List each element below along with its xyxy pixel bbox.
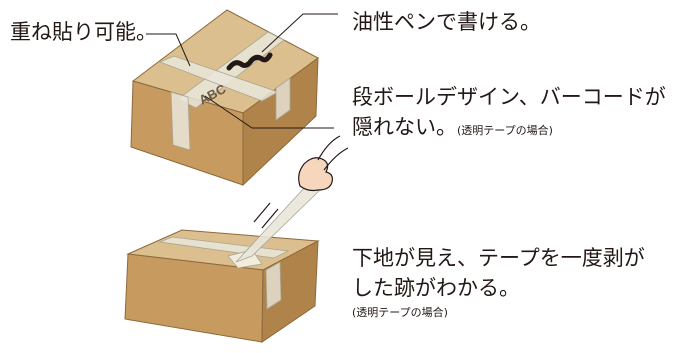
tape-front-down bbox=[170, 91, 191, 151]
label-overlap: 重ね貼り可能。 bbox=[10, 20, 157, 44]
label-peel-note: (透明テープの場合) bbox=[352, 306, 448, 319]
bottom-tape-right bbox=[265, 261, 282, 310]
label-visible-line1: 段ボールデザイン、バーコードが bbox=[352, 85, 666, 109]
label-visible-line2-group: 隠れない。(透明テープの場合) bbox=[352, 114, 553, 140]
leader-oil-pen bbox=[261, 13, 338, 53]
hand-icon bbox=[298, 135, 349, 192]
label-visible-line2: 隠れない。 bbox=[352, 115, 457, 139]
bottom-box bbox=[124, 185, 321, 343]
top-box-right-face bbox=[242, 56, 319, 187]
top-box: ABC bbox=[130, 9, 319, 187]
tape-right-down bbox=[275, 77, 291, 121]
leader-visible bbox=[204, 95, 334, 129]
leader-overlap bbox=[146, 33, 191, 67]
motion-lines bbox=[253, 202, 279, 229]
label-visible-note: (透明テープの場合) bbox=[457, 124, 553, 137]
label-peel-line2: した跡がわかる。 bbox=[352, 276, 520, 300]
label-peel-line1: 下地が見え、テープを一度剥が bbox=[352, 246, 645, 270]
label-oil-pen: 油性ペンで書ける。 bbox=[352, 10, 541, 34]
marker-scribble bbox=[226, 52, 273, 71]
bottom-tape-seam bbox=[158, 236, 290, 259]
